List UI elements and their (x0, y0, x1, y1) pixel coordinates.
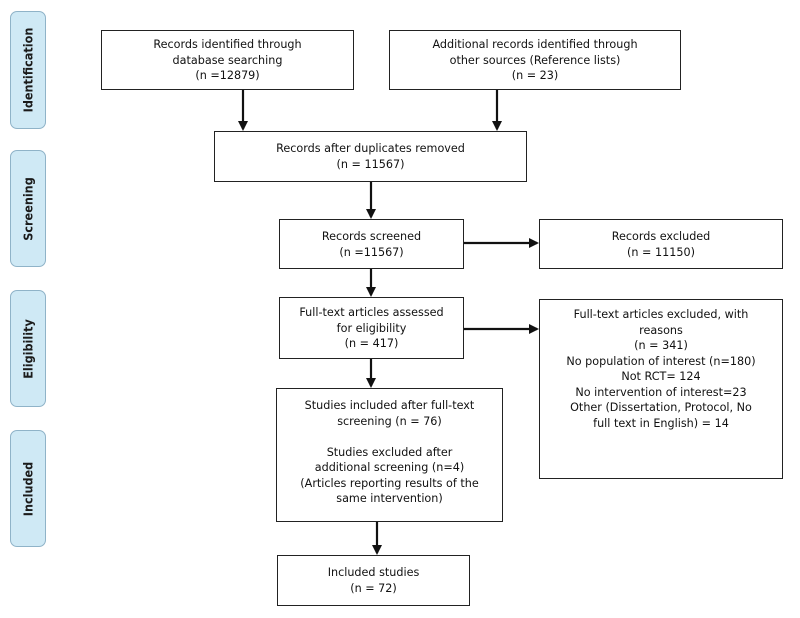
box-fulltext-excluded: Full-text articles excluded, with reason… (539, 299, 783, 479)
box-after-duplicates: Records after duplicates removed (n = 11… (214, 131, 527, 182)
box-database-search: Records identified through database sear… (101, 30, 354, 90)
box-other-sources: Additional records identified through ot… (389, 30, 681, 90)
stage-screening: Screening (10, 150, 46, 267)
box-records-screened: Records screened (n =11567) (279, 219, 464, 269)
box-included-studies: Included studies (n = 72) (277, 555, 470, 606)
box-studies-included-fulltext: Studies included after full-text screeni… (276, 388, 503, 522)
stage-eligibility: Eligibility (10, 290, 46, 407)
stage-identification: Identification (10, 11, 46, 129)
box-records-excluded: Records excluded (n = 11150) (539, 219, 783, 269)
box-fulltext-assessed: Full-text articles assessed for eligibil… (279, 297, 464, 359)
stage-included: Included (10, 430, 46, 547)
